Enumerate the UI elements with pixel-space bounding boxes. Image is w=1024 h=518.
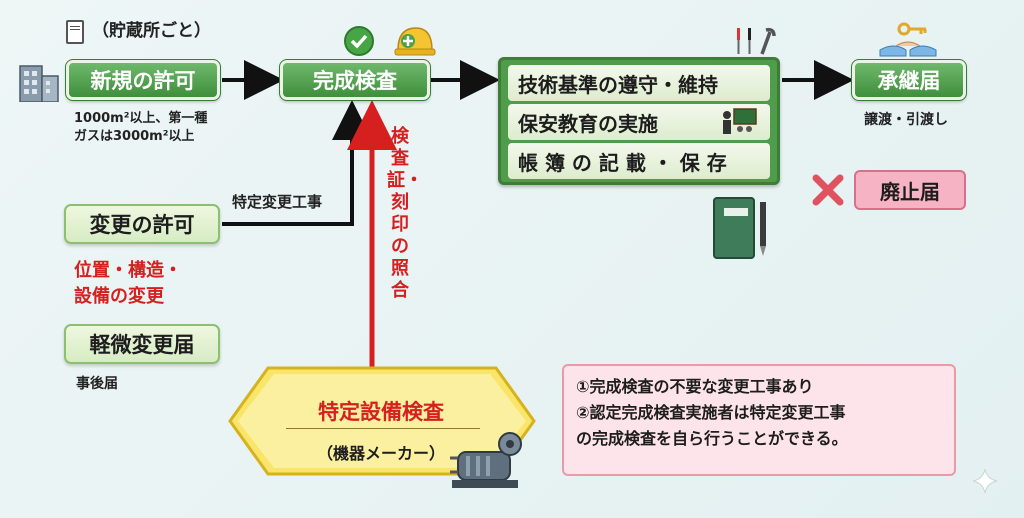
building-icon (18, 58, 60, 103)
safety-helmet-icon (394, 24, 436, 58)
change-permit-edge-label: 特定変更工事 (232, 193, 323, 211)
tools-icon (734, 26, 778, 56)
certificate-check-label: 検査証・刻印の照合 (387, 126, 423, 301)
cross-icon (810, 172, 846, 208)
change-permit-box: 変更の許可 (64, 204, 220, 244)
machinery-icon (446, 428, 532, 498)
note-line-2: ②認定完成検査実施者は特定変更工事 (576, 403, 846, 422)
technical-row-3: 帳 簿 の 記 載 ・ 保 存 (508, 143, 770, 179)
specific-equipment-title: 特定設備検査 (318, 400, 444, 424)
technical-row-1: 技術基準の遵守・維持 (508, 65, 770, 101)
new-permit-note-2: ガスは3000m²以上 (74, 129, 195, 144)
change-items-line-1: 位置・構造・ (74, 260, 182, 281)
minor-change-box: 軽微変更届 (64, 324, 220, 364)
teacher-board-icon (720, 108, 758, 136)
change-items-line-2: 設備の変更 (74, 286, 164, 307)
check-icon (344, 26, 374, 56)
new-permit-box: 新規の許可 (65, 59, 221, 101)
manufacturer-label: （機器メーカー） (316, 444, 445, 463)
storage-note: （貯蔵所ごと） (92, 21, 211, 41)
technical-row-2: 保安教育の実施 (508, 104, 770, 140)
abolition-box: 廃止届 (854, 170, 966, 210)
technical-requirements-box: 技術基準の遵守・維持 保安教育の実施 帳 簿 の 記 載 ・ 保 存 (498, 57, 780, 185)
succession-note: 譲渡・引渡し (864, 112, 948, 128)
technical-row-2-label: 保安教育の実施 (518, 111, 658, 136)
notes-box: ①完成検査の不要な変更工事あり ②認定完成検査実施者は特定変更工事 の完成検査を… (562, 364, 956, 476)
sparkle-icon (972, 468, 998, 494)
note-line-3: の完成検査を自ら行うことができる。 (576, 429, 848, 448)
document-icon (66, 20, 84, 44)
handshake-key-icon (876, 20, 940, 60)
note-line-1: ①完成検査の不要な変更工事あり (576, 377, 814, 396)
notebook-pen-icon (712, 196, 772, 262)
new-permit-note-1: 1000m²以上、第一種 (74, 111, 208, 126)
succession-box: 承継届 (851, 59, 967, 101)
badge-divider (286, 428, 480, 429)
minor-change-note: 事後届 (76, 376, 118, 392)
completion-inspection-box: 完成検査 (279, 59, 431, 101)
specific-equipment-badge (228, 360, 536, 482)
